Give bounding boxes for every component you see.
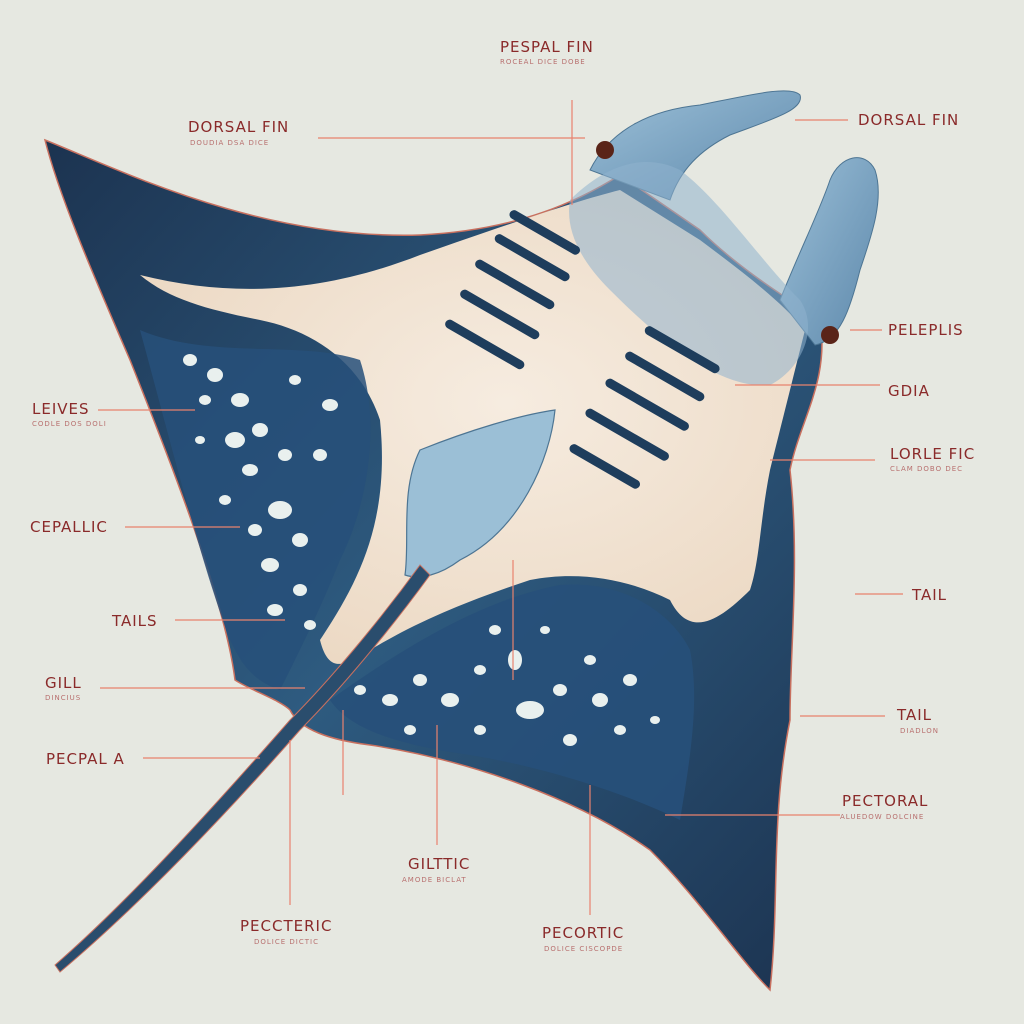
eye-lower — [821, 326, 839, 344]
eye-upper — [596, 141, 614, 159]
label-pectrric: PECCTERIC — [240, 917, 333, 935]
label-tail-1: TAIL — [912, 586, 948, 604]
spots-left — [183, 354, 338, 630]
label-tail-2: TAIL — [897, 706, 933, 724]
sublabel-pectrric: DOLICE DICTIC — [254, 938, 319, 946]
label-lorle-fic: LORLE FIC — [890, 445, 976, 463]
cephalic-fin-lower — [779, 157, 879, 346]
sublabel-giltic: AMODE BICLAT — [402, 876, 467, 884]
sublabel-dorsal-fin-left: DOUDIA DSA DICE — [190, 139, 270, 147]
label-pecpal-a: PECPAL A — [46, 750, 125, 768]
leader-lines — [98, 100, 903, 915]
label-giltic: GILTTIC — [408, 855, 471, 873]
label-pelepls: PELEPLIS — [888, 321, 964, 339]
label-cepallic: CEPALLIC — [30, 518, 108, 536]
right-wing-patch — [330, 584, 695, 820]
sublabel-pecortic: DOLICE CISCOPDE — [544, 945, 624, 953]
label-dorsal-fin-right: DORSAL FIN — [858, 111, 960, 129]
sublabel-pectoral: ALUEDOW DOLCINE — [840, 813, 925, 821]
label-dorsal-fin-left: DORSAL FIN — [188, 118, 290, 136]
sublabel-pepal-fin: ROCEAL DICE DOBE — [500, 58, 586, 66]
label-leives: LEIVES — [32, 400, 90, 418]
pelvic-fin — [404, 409, 556, 578]
sublabel-tail-2: DIADLON — [900, 727, 940, 735]
head — [569, 161, 809, 386]
sublabel-lorle-fic: CLAM DOBO DEC — [890, 465, 964, 473]
gill-slits — [445, 210, 720, 489]
sublabel-gill: DINCIUS — [45, 694, 82, 702]
label-pecortic: PECORTIC — [542, 924, 625, 942]
left-wing-patch — [140, 330, 371, 690]
tail — [54, 564, 431, 973]
label-gdia: GDIA — [888, 382, 930, 400]
sublabel-leives: CODLE DOS DOLI — [32, 420, 107, 428]
label-tails: TAILS — [112, 612, 158, 630]
spots-lower — [354, 625, 660, 746]
label-pectoral: PECTORAL — [842, 792, 929, 810]
label-pepal-fin: PESPAL FIN — [500, 38, 594, 56]
label-gill: GILL — [45, 674, 82, 692]
